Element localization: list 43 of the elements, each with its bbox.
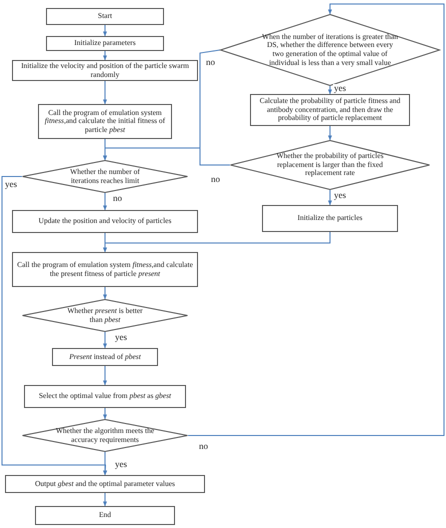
- decision-diamond: [22, 419, 188, 452]
- arrow: [103, 24, 107, 36]
- process-box: [35, 506, 175, 525]
- arrow: [2, 176, 108, 476]
- arrow: [328, 190, 332, 206]
- edge-label: no: [198, 442, 209, 452]
- edge-label: yes: [4, 180, 18, 190]
- process-box: [12, 252, 198, 287]
- process-box: [46, 8, 164, 25]
- process-box: [46, 36, 164, 51]
- edge-label: yes: [114, 333, 128, 343]
- arrow: [103, 80, 107, 104]
- edge-label: no: [205, 58, 216, 68]
- arrow: [103, 286, 107, 300]
- process-box: [12, 210, 198, 233]
- process-box: [38, 104, 172, 139]
- process-box: [262, 205, 398, 232]
- edge-label: yes: [333, 191, 347, 201]
- arrow: [188, 4, 444, 436]
- edge-label: yes: [333, 84, 347, 94]
- process-box: [5, 475, 205, 493]
- arrow: [328, 126, 332, 140]
- arrow: [103, 366, 107, 386]
- arrow: [103, 192, 107, 210]
- decision-diamond: [22, 160, 188, 193]
- process-box: [24, 385, 186, 408]
- process-box: [12, 60, 198, 81]
- decision-diamond: [230, 140, 430, 190]
- arrow: [103, 408, 107, 420]
- arrow: [103, 148, 230, 166]
- edge-label: no: [112, 194, 123, 204]
- arrow: [103, 332, 107, 348]
- arrow: [328, 86, 332, 94]
- decision-diamond: [220, 14, 440, 86]
- arrow: [103, 232, 330, 252]
- process-box: [250, 94, 410, 126]
- process-box: [52, 348, 158, 366]
- edge-label: yes: [114, 460, 128, 470]
- arrow: [103, 50, 107, 60]
- arrow: [103, 452, 107, 476]
- arrow: [103, 492, 107, 506]
- decision-diamond: [22, 299, 188, 332]
- edge-label: no: [210, 175, 221, 185]
